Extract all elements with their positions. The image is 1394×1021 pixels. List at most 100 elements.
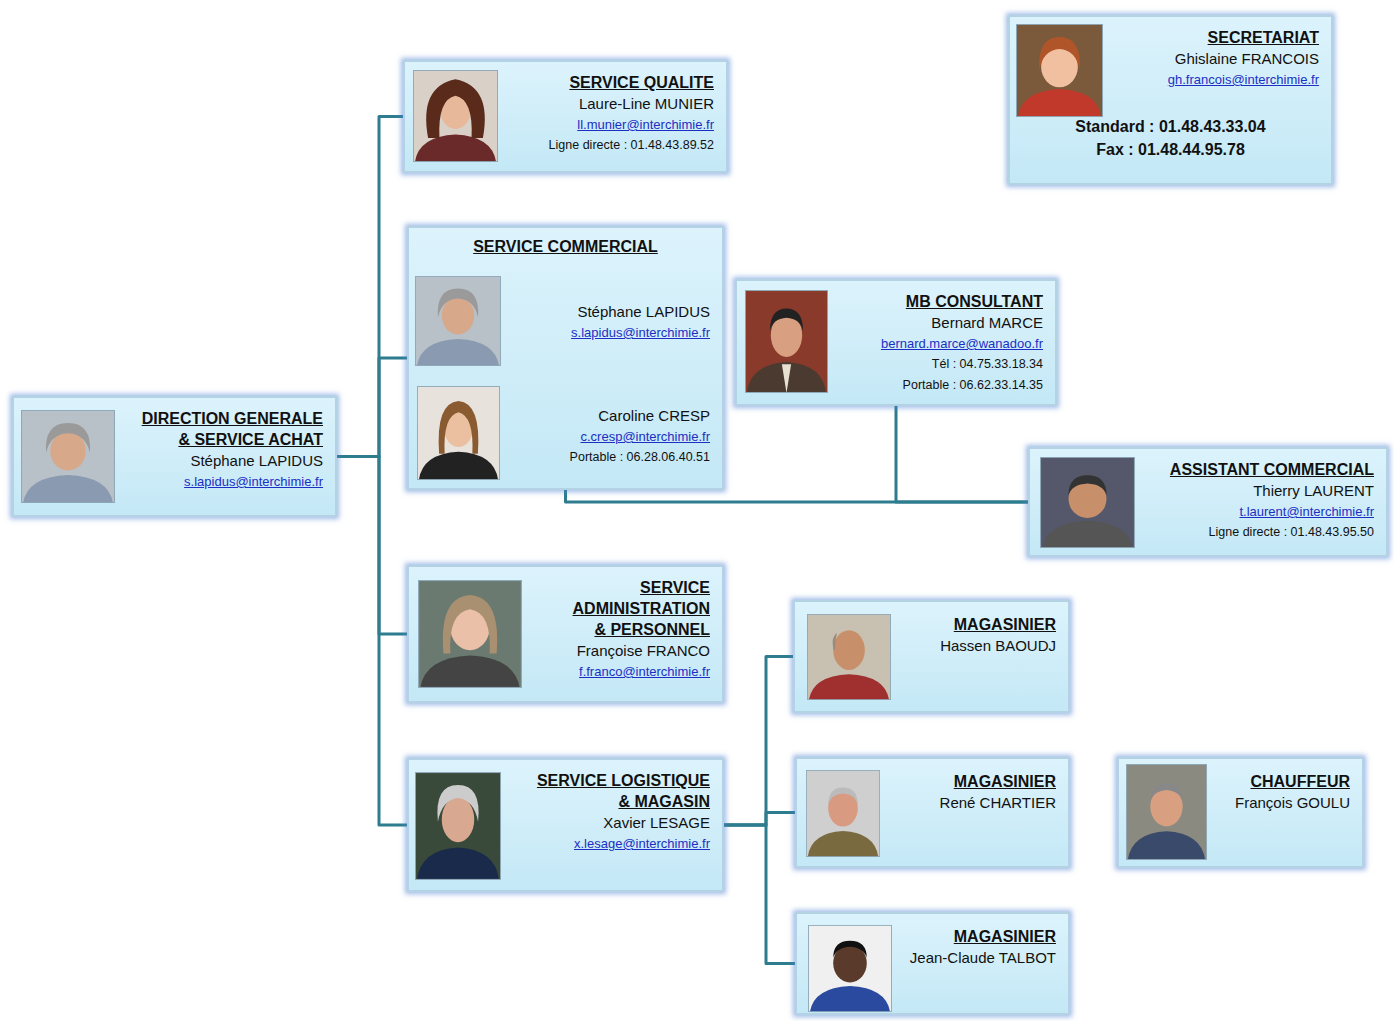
portrait-photo bbox=[1016, 24, 1103, 117]
connector-line bbox=[896, 406, 1028, 502]
photo-hair bbox=[443, 595, 497, 653]
photo-face bbox=[442, 797, 474, 842]
connector-line bbox=[724, 813, 795, 826]
photo-background bbox=[745, 290, 828, 393]
box-heading: MAGASINIER bbox=[807, 614, 1056, 635]
photo-hair bbox=[833, 633, 837, 650]
email-address: bernard.marce@wanadoo.fr bbox=[749, 333, 1043, 354]
photo-frame bbox=[1016, 24, 1103, 117]
photo-shoulders bbox=[810, 986, 890, 1012]
photo-hair bbox=[439, 401, 479, 454]
photo-hair bbox=[437, 785, 478, 822]
photo-frame bbox=[806, 770, 880, 857]
photo-frame bbox=[21, 410, 115, 503]
photo-frame bbox=[1040, 457, 1135, 548]
org-box: DIRECTION GENERALE & SERVICE ACHATStépha… bbox=[12, 396, 337, 517]
person-name: Thierry LAURENT bbox=[1042, 480, 1374, 501]
photo-face bbox=[442, 297, 474, 335]
phone-number: Ligne directe : 01.48.43.95.50 bbox=[1042, 522, 1374, 543]
photo-shoulders bbox=[420, 656, 519, 688]
connector-line bbox=[724, 657, 793, 826]
photo-shoulders bbox=[417, 848, 499, 880]
email-address: s.lapidus@interchimie.fr bbox=[26, 471, 323, 492]
phone-number: Fax : 01.48.44.95.78 bbox=[1022, 139, 1319, 160]
photo-frame bbox=[807, 614, 891, 700]
photo-shoulders bbox=[809, 674, 889, 700]
portrait-photo bbox=[807, 614, 891, 700]
portrait-photo bbox=[418, 580, 522, 688]
photo-hair bbox=[426, 79, 485, 138]
org-box: MAGASINIERRené CHARTIER bbox=[795, 757, 1070, 868]
photo-background bbox=[21, 410, 115, 503]
photo-hair bbox=[438, 289, 478, 318]
person-name: Jean-Claude TALBOT bbox=[809, 947, 1056, 968]
box-heading: DIRECTION GENERALE & SERVICE ACHAT bbox=[133, 408, 323, 450]
photo-frame bbox=[413, 70, 498, 162]
portrait-photo bbox=[413, 70, 498, 162]
photo-hair bbox=[828, 787, 858, 804]
org-box: SERVICE QUALITELaure-Line MUNIERll.munie… bbox=[403, 60, 728, 173]
phone-number: Ligne directe : 01.48.43.89.52 bbox=[417, 135, 714, 156]
photo-shoulders bbox=[1042, 521, 1133, 548]
photo-frame bbox=[745, 290, 828, 393]
connector-line bbox=[337, 117, 403, 457]
box-heading: MAGASINIER bbox=[809, 926, 1056, 947]
photo-face bbox=[833, 630, 865, 670]
photo-face bbox=[1150, 786, 1182, 826]
person-name: Bernard MARCE bbox=[749, 312, 1043, 333]
person-name: Caroline CRESP bbox=[421, 405, 710, 426]
portrait-photo bbox=[745, 290, 828, 393]
portrait-photo bbox=[415, 276, 501, 366]
portrait-photo bbox=[415, 772, 501, 880]
org-box: SERVICE ADMINISTRATION & PERSONNELFranço… bbox=[407, 565, 724, 703]
photo-background bbox=[806, 770, 880, 857]
photo-frame bbox=[808, 925, 892, 1012]
person-name: Xavier LESAGE bbox=[421, 812, 710, 833]
phone-number: Tél : 04.75.33.18.34 bbox=[749, 354, 1043, 375]
photo-shoulders bbox=[23, 475, 113, 503]
person-name: René CHARTIER bbox=[809, 792, 1056, 813]
photo-frame bbox=[415, 276, 501, 366]
portrait-photo bbox=[1126, 764, 1207, 860]
org-box: CHAUFFEURFrançois GOULU bbox=[1117, 757, 1364, 868]
person-name: Françoise FRANCO bbox=[421, 640, 710, 661]
box-heading: SERVICE QUALITE bbox=[417, 72, 714, 93]
person-name: Hassen BAOUDJ bbox=[807, 635, 1056, 656]
connector-line bbox=[337, 457, 407, 635]
photo-hair bbox=[1150, 783, 1182, 802]
photo-face bbox=[440, 92, 470, 129]
email-address: t.laurent@interchimie.fr bbox=[1042, 501, 1374, 522]
org-box: ASSISTANT COMMERCIALThierry LAURENTt.lau… bbox=[1028, 447, 1388, 557]
photo-hair bbox=[833, 941, 867, 958]
photo-face bbox=[50, 431, 86, 470]
portrait-photo bbox=[1040, 457, 1135, 548]
photo-face bbox=[1069, 480, 1107, 518]
email-address: c.cresp@interchimie.fr bbox=[421, 426, 710, 447]
photo-background bbox=[1126, 764, 1207, 860]
person-name: Ghislaine FRANCOIS bbox=[1022, 48, 1319, 69]
box-heading: SERVICE LOGISTIQUE & MAGASIN bbox=[530, 770, 710, 812]
portrait-photo bbox=[806, 770, 880, 857]
photo-face bbox=[828, 790, 858, 827]
box-heading: ASSISTANT COMMERCIAL bbox=[1042, 459, 1374, 480]
photo-background bbox=[1016, 24, 1103, 117]
org-box: SECRETARIATGhislaine FRANCOISgh.francois… bbox=[1008, 15, 1333, 185]
connector-line bbox=[337, 457, 407, 826]
photo-shoulders bbox=[747, 362, 826, 393]
person-name: Laure-Line MUNIER bbox=[417, 93, 714, 114]
photo-hair bbox=[46, 423, 90, 453]
org-box: MAGASINIERJean-Claude TALBOT bbox=[795, 912, 1070, 1015]
photo-face bbox=[1041, 46, 1078, 87]
portrait-photo bbox=[417, 386, 500, 480]
person-name: François GOULU bbox=[1131, 792, 1350, 813]
photo-background bbox=[413, 70, 498, 162]
phone-number: Standard : 01.48.43.33.04 bbox=[1022, 116, 1319, 137]
box-heading: SERVICE COMMERCIAL bbox=[421, 236, 710, 257]
connector-line bbox=[566, 490, 1029, 502]
photo-hair bbox=[1069, 475, 1107, 495]
email-address: ll.munier@interchimie.fr bbox=[417, 114, 714, 135]
photo-shoulders bbox=[417, 339, 499, 366]
photo-frame bbox=[1126, 764, 1207, 860]
photo-hair bbox=[1039, 37, 1080, 70]
